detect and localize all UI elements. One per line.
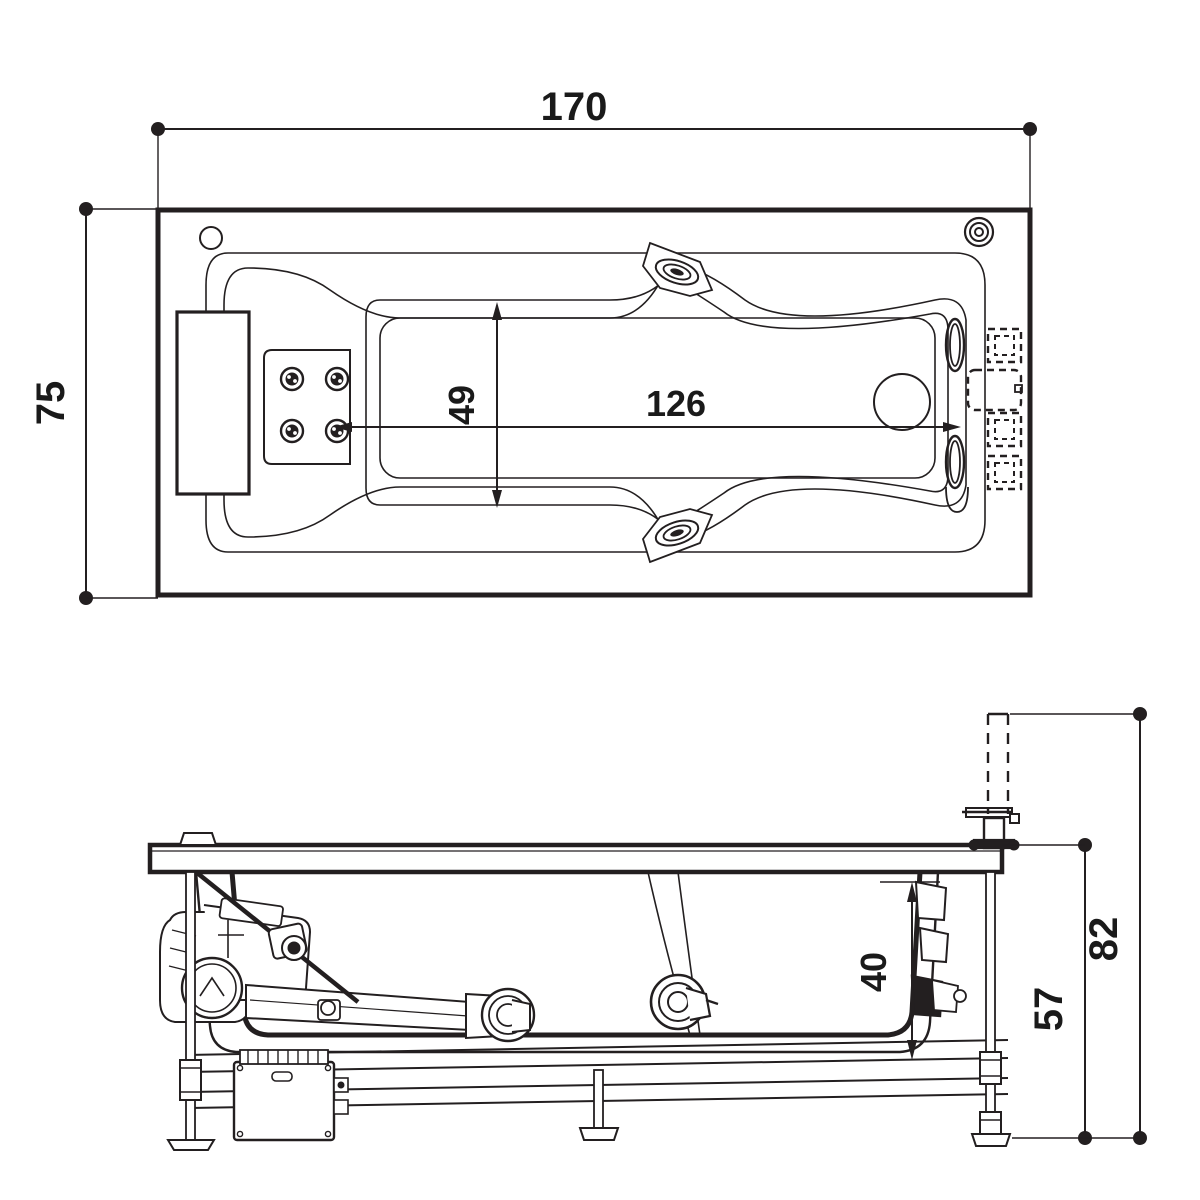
bath-shell-outline <box>205 252 986 553</box>
back-jet-plate <box>263 349 351 465</box>
overflow-circle <box>873 373 931 431</box>
jet-assembly-left <box>480 987 536 1043</box>
headrest-lower <box>642 508 714 564</box>
dimension-label-length: 170 <box>541 85 608 129</box>
tap-spout-hidden <box>986 712 1010 814</box>
hidden-component-upper <box>986 327 1023 364</box>
dimension-inner-length-126: 126 <box>334 383 961 432</box>
dimension-depth-40: 40 <box>853 881 940 1060</box>
dimension-total-height-82: 82 <box>1010 707 1147 1145</box>
basin-contour-outer <box>223 265 967 540</box>
bath-rim-band <box>147 842 1005 875</box>
control-panel-rectangle <box>175 310 251 496</box>
dimension-label-total-height: 82 <box>1082 917 1126 962</box>
bath-shell-profile <box>194 871 940 1054</box>
control-box <box>232 1049 349 1142</box>
top-view: 170 75 <box>29 85 1037 605</box>
valve-cluster <box>267 922 341 1021</box>
dimension-length-170: 170 <box>151 85 1037 210</box>
waste-hole-circle <box>199 226 223 250</box>
dimension-label-inner-width: 49 <box>441 385 482 425</box>
jet-assembly-center <box>649 973 719 1031</box>
dimension-inner-width-49: 49 <box>441 302 502 508</box>
side-jet-lower <box>944 434 966 490</box>
side-jet-lower-housing <box>945 486 969 513</box>
hidden-component-lower <box>986 411 1023 448</box>
hidden-component-middle <box>966 368 1023 412</box>
rim-end-cap <box>178 832 218 846</box>
jet-top-left <box>279 366 305 392</box>
side-jet-upper <box>944 317 966 373</box>
jet-assembly-right <box>910 880 967 1018</box>
basin-floor <box>379 317 936 479</box>
dimension-rim-height-57: 57 <box>1002 838 1092 1145</box>
bath-inner-wall <box>229 871 923 1038</box>
elevation-view: 40 57 82 <box>147 707 1147 1151</box>
air-control-knob-icon <box>963 216 995 248</box>
headrest-upper <box>642 241 714 297</box>
dimension-label-width: 75 <box>29 381 73 426</box>
dimension-width-75: 75 <box>29 202 158 605</box>
dimension-label-rim-height: 57 <box>1027 987 1071 1032</box>
leg-right <box>970 871 1012 1147</box>
hidden-components-group <box>966 327 1023 491</box>
dimension-label-depth: 40 <box>853 952 894 992</box>
dimension-label-inner-length: 126 <box>646 383 706 424</box>
leg-center <box>578 1069 620 1141</box>
hidden-component-bottom <box>986 454 1023 491</box>
jet-top-right <box>324 366 350 392</box>
jet-bottom-left <box>279 418 305 444</box>
basin-contour-inner <box>365 274 949 531</box>
leg-left <box>166 871 216 1151</box>
